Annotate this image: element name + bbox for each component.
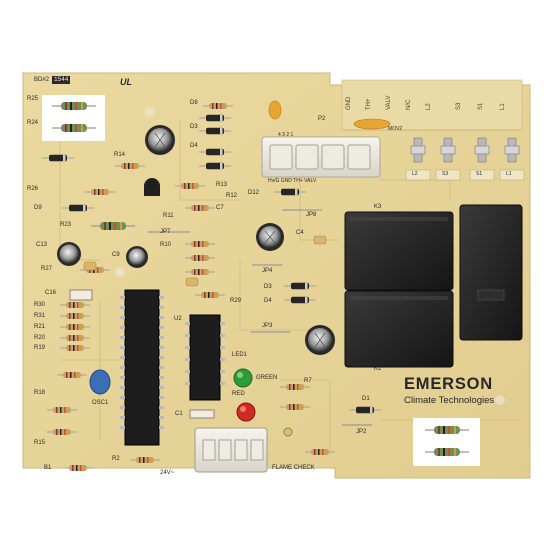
label-jp8: JP8: [306, 212, 317, 218]
label-r24: R24: [27, 120, 39, 126]
label-c4: C4: [296, 230, 304, 236]
capacitor-c16: [69, 289, 93, 301]
mov-varistor: [353, 118, 391, 130]
label-r23: R23: [60, 222, 72, 228]
label-red: RED: [232, 391, 245, 397]
emerson-logo: EMERSON Climate Technologies: [404, 375, 494, 406]
term-label-gnd: GND: [346, 96, 352, 110]
label-d3: D3: [190, 124, 198, 130]
term-label-s3: S3: [456, 102, 462, 110]
board-id-value: 1544: [52, 76, 71, 84]
label-r27: R27: [41, 266, 53, 272]
label-osc1: OSC1: [92, 400, 109, 406]
relay-k2: [344, 290, 454, 368]
label-r13: R13: [216, 182, 228, 188]
label-u2: U2: [174, 316, 182, 322]
label-r20: R20: [34, 335, 46, 341]
label-c16: C16: [45, 290, 57, 296]
label-d4-b: D4: [264, 298, 272, 304]
label-jp4: JP4: [262, 268, 273, 274]
label-r31: R31: [34, 313, 46, 319]
brand-tagline: Climate Technologies: [404, 395, 495, 406]
term-label-s1: S1: [478, 102, 484, 110]
connector-pin-numbers: 4 3 2 1: [278, 132, 294, 138]
term-label-valv: VALV: [386, 95, 392, 110]
label-k2: K2: [374, 366, 382, 372]
label-r15: R15: [34, 440, 46, 446]
label-r11: R11: [163, 213, 174, 219]
label-green: GREEN: [256, 375, 278, 381]
capacitor-c1: [189, 409, 215, 419]
led-red: [236, 402, 256, 422]
green-resistors: [42, 95, 480, 466]
label-r14: R14: [114, 152, 126, 158]
term-label-l2: L2: [426, 103, 432, 110]
connector-caption: Hv/G GND TH+ VALV: [268, 178, 317, 184]
oscillator-osc1: [89, 369, 111, 395]
header-p2-label: P2: [318, 116, 326, 122]
label-led1: LED1: [232, 352, 248, 358]
label-r30: R30: [34, 302, 46, 308]
label-d4: D4: [190, 143, 198, 149]
led-green: [233, 368, 253, 388]
label-r21: R21: [34, 324, 46, 330]
label-k3: K3: [374, 204, 382, 210]
spade-terminals: [405, 137, 525, 181]
ic-u1: [120, 289, 164, 446]
label-r19: R19: [34, 345, 46, 351]
label-c1: C1: [175, 411, 183, 417]
label-r29: R29: [230, 298, 242, 304]
ul-mark: UL: [120, 77, 132, 87]
label-flame-check: FLAME CHECK: [272, 465, 315, 471]
label-c9: C9: [112, 252, 120, 258]
terminal-code-l2: L2: [412, 171, 418, 177]
label-r7: R7: [304, 378, 312, 384]
terminal-code-l1: L1: [506, 171, 512, 177]
label-d3-b: D3: [264, 284, 272, 290]
label-r18: R18: [34, 390, 46, 396]
label-c13: C13: [36, 242, 48, 248]
brand-name: EMERSON: [404, 375, 494, 393]
label-jp7: JP7: [160, 229, 171, 235]
label-b1: B1: [44, 465, 52, 471]
label-24v: 24V~: [160, 470, 175, 476]
label-c7: C7: [216, 205, 224, 211]
ic-u2: [185, 314, 225, 401]
connector-24v: [194, 427, 268, 473]
transistor: [144, 178, 160, 196]
terminal-code-s1: S1: [476, 171, 483, 177]
test-point: [283, 427, 293, 437]
connector-p2: [261, 136, 381, 178]
label-r12: R12: [226, 193, 238, 199]
label-mov2: MOV2: [388, 126, 403, 132]
term-label-l1: L1: [500, 103, 506, 110]
label-r25: R25: [27, 96, 39, 102]
terminal-code-s3: S3: [442, 171, 449, 177]
label-jp3: JP3: [262, 323, 273, 329]
label-d12: D12: [248, 190, 260, 196]
term-label-nc: N/C: [406, 99, 412, 110]
board-id-label: BD#2: [34, 77, 50, 83]
relay-k1-tall: [459, 204, 523, 341]
label-d8: D8: [190, 100, 198, 106]
electrolytic-capacitors: [57, 125, 335, 355]
label-r10: R10: [160, 242, 172, 248]
label-d9: D9: [34, 205, 42, 211]
label-r26: R26: [27, 186, 39, 192]
relay-k3: [344, 211, 454, 291]
term-label-th: TH+: [366, 98, 372, 110]
label-d1: D1: [362, 396, 370, 402]
tantalum-capacitor: [268, 100, 282, 120]
label-jp2: JP2: [356, 429, 367, 435]
label-r2: R2: [112, 456, 120, 462]
jumper-wires: [148, 209, 372, 426]
